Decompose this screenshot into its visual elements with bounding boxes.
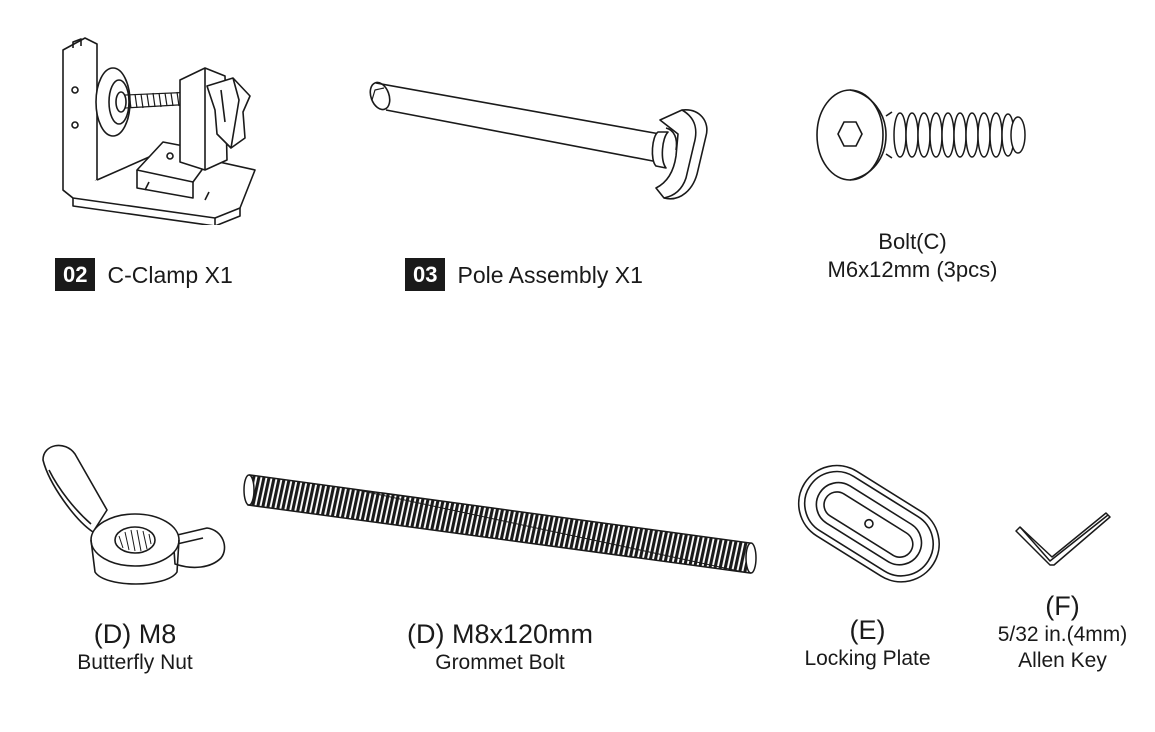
butterfly-nut-caption: (D) M8 Butterfly Nut bbox=[35, 618, 235, 676]
c-clamp-icon bbox=[45, 30, 275, 225]
allen-key-name: Allen Key bbox=[1018, 649, 1107, 672]
butterfly-nut-spec: (D) M8 bbox=[93, 619, 177, 649]
bolt-icon bbox=[810, 80, 1035, 192]
pole-assembly-label: Pole Assembly X1 bbox=[457, 261, 643, 288]
grommet-bolt-name: Grommet Bolt bbox=[435, 651, 565, 674]
allen-key-caption: (F) 5/32 in.(4mm) Allen Key bbox=[965, 590, 1155, 674]
c-clamp-caption: 02 C-Clamp X1 bbox=[55, 258, 233, 291]
grommet-bolt-spec: (D) M8x120mm bbox=[406, 619, 594, 649]
allen-key-icon bbox=[1010, 505, 1115, 575]
allen-key-size: 5/32 in.(4mm) bbox=[997, 623, 1128, 646]
bolt-c-spec: M6x12mm (3pcs) bbox=[827, 257, 998, 282]
locking-plate-name: Locking Plate bbox=[804, 647, 931, 670]
allen-key-spec: (F) bbox=[1045, 591, 1080, 621]
grommet-bolt-caption: (D) M8x120mm Grommet Bolt bbox=[360, 618, 640, 676]
locking-plate-spec: (E) bbox=[849, 615, 886, 645]
locking-plate-icon bbox=[790, 450, 950, 595]
butterfly-nut-name: Butterfly Nut bbox=[77, 651, 193, 674]
part-number-badge: 02 bbox=[55, 258, 96, 291]
part-number-badge: 03 bbox=[405, 258, 446, 291]
wing-nut-icon bbox=[35, 440, 235, 600]
pole-assembly-icon bbox=[360, 70, 725, 215]
bolt-c-caption: Bolt(C) M6x12mm (3pcs) bbox=[800, 228, 1025, 284]
pole-assembly-caption: 03 Pole Assembly X1 bbox=[405, 258, 643, 291]
bolt-c-title: Bolt(C) bbox=[878, 229, 947, 254]
locking-plate-caption: (E) Locking Plate bbox=[770, 614, 965, 672]
c-clamp-label: C-Clamp X1 bbox=[107, 261, 233, 288]
threaded-rod-icon bbox=[240, 465, 765, 585]
